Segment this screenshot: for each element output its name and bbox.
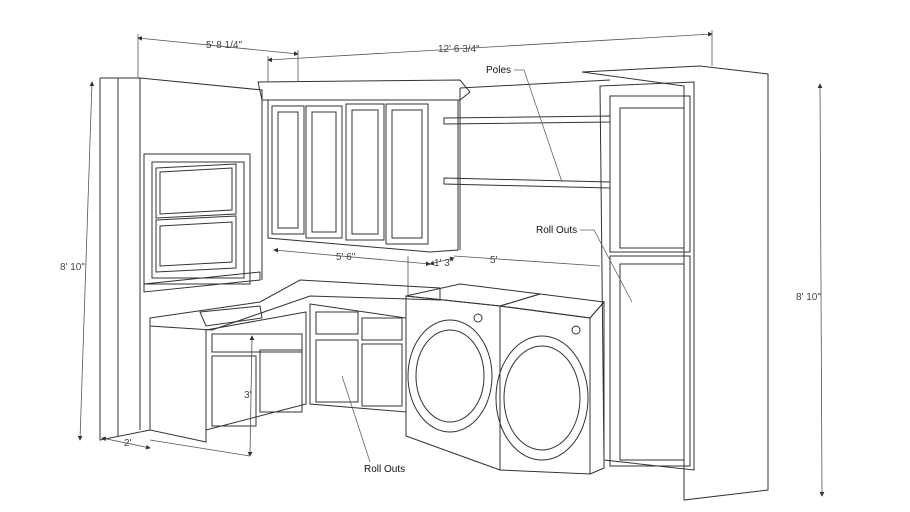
poles-leader xyxy=(514,69,563,183)
label-roll-outs-right: Roll Outs xyxy=(536,225,577,236)
window xyxy=(143,153,261,293)
dim-shelf-gap: 1' 3" xyxy=(434,258,454,269)
roll-outs-bottom-leader xyxy=(341,375,371,463)
back-wall xyxy=(459,79,611,250)
label-roll-outs-bottom: Roll Outs xyxy=(364,464,405,475)
upper-cabinets xyxy=(257,79,471,253)
tall-cabinet xyxy=(581,65,769,501)
dim-washer-dryer-width: 5' xyxy=(490,255,498,266)
dim-upper-left-width: 5' 8 1/4" xyxy=(206,40,242,51)
dim-overall-width: 12' 6 3/4" xyxy=(438,44,480,55)
dim-base-depth: 2' xyxy=(124,438,132,449)
roll-outs-right-leader xyxy=(580,229,633,303)
dimension-lines xyxy=(77,30,825,497)
shelves-with-poles xyxy=(443,115,611,189)
washer xyxy=(405,283,541,471)
dim-left-height: 8' 10" xyxy=(60,262,85,273)
label-poles: Poles xyxy=(486,65,511,76)
base-cabinets xyxy=(149,279,441,443)
dryer xyxy=(495,293,605,475)
dim-right-height: 8' 10" xyxy=(796,292,821,303)
dim-counter-height: 3' xyxy=(244,390,252,401)
left-wall xyxy=(99,77,263,441)
dim-upper-cabinet-width: 5' 6" xyxy=(336,252,356,263)
